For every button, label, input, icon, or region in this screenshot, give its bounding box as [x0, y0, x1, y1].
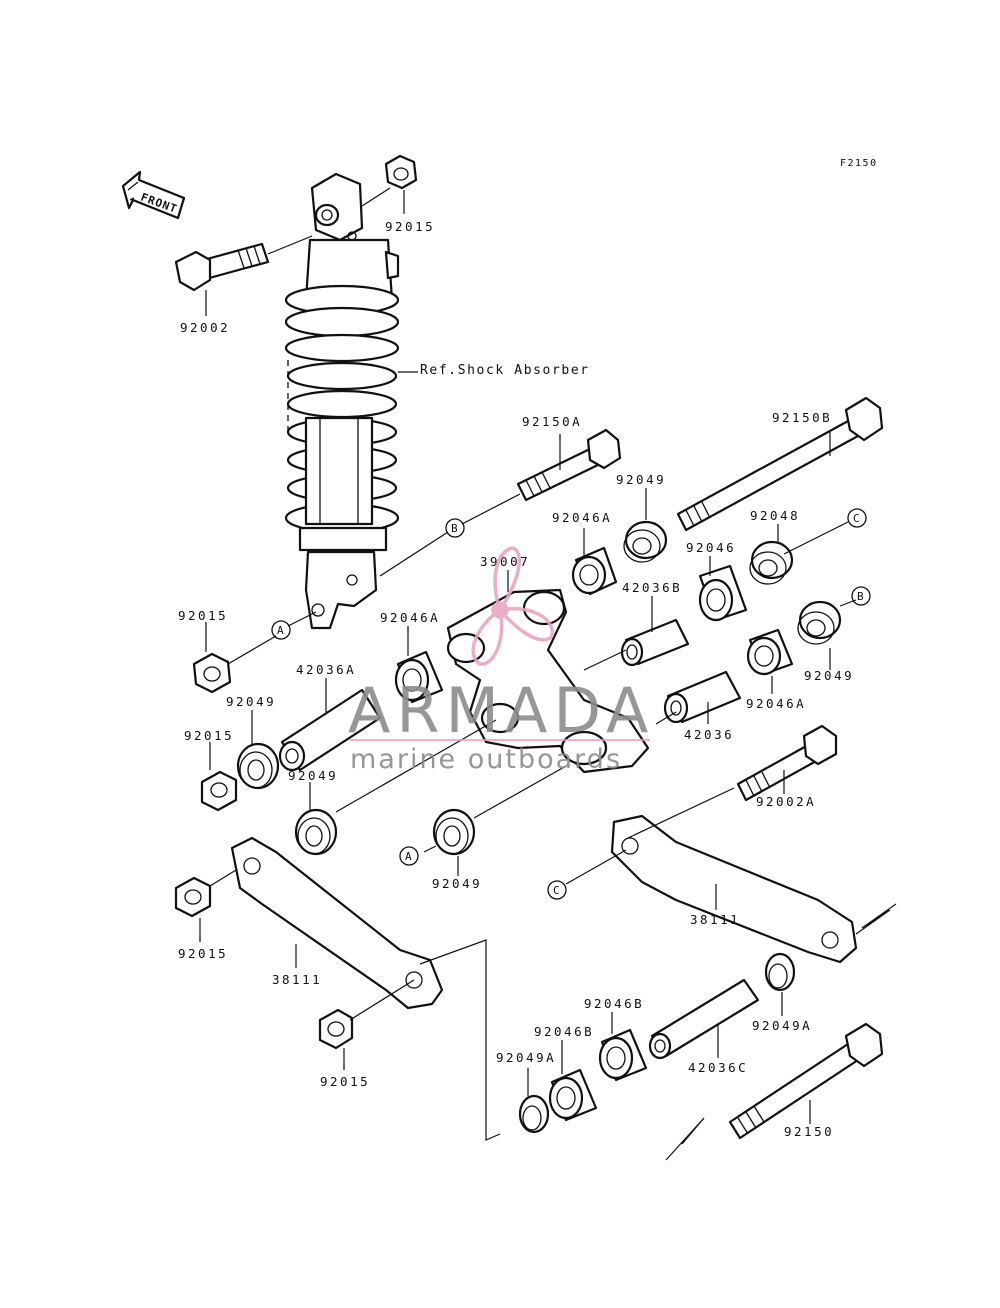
tie-rod-38111-right [610, 814, 858, 964]
nut-92015-lower [174, 876, 212, 918]
seal-92049-lower [294, 808, 338, 856]
label-92002A: 92002A [756, 794, 816, 809]
label-92150: 92150 [784, 1124, 834, 1139]
figure-code: F2150 [840, 158, 878, 169]
ref-shock-absorber-label: Ref.Shock Absorber [420, 363, 590, 378]
callout-a-lower: A [399, 846, 419, 866]
bearing-92046A-right [746, 628, 794, 676]
bolt-92002 [174, 242, 270, 292]
watermark-brand: ARMADA [348, 674, 654, 747]
seal-92049A-right [764, 952, 796, 992]
seal-92049-mid [432, 808, 476, 856]
label-92049-top: 92049 [616, 472, 666, 487]
watermark-tagline: marine outboards [350, 744, 622, 775]
label-92048: 92048 [750, 508, 800, 523]
shock-absorber [284, 172, 400, 630]
tie-rod-38111-left [230, 836, 444, 1010]
seal-92049-right [797, 600, 842, 645]
bolt-92150A [516, 428, 622, 502]
label-42036C: 42036C [688, 1060, 748, 1075]
callout-b-right: B [851, 586, 871, 606]
seal-92049A-left [518, 1094, 550, 1134]
label-92046A-mid: 92046A [380, 610, 440, 625]
bolt-92150B [676, 396, 884, 532]
label-92002: 92002 [180, 320, 230, 335]
label-92150A: 92150A [522, 414, 582, 429]
label-92046B-b: 92046B [584, 996, 644, 1011]
callout-c-upper: C [847, 508, 867, 528]
svg-text:C: C [553, 884, 560, 897]
bearing-92046B-a [548, 1068, 598, 1122]
collar-42036B [620, 618, 690, 667]
label-92046A-right: 92046A [746, 696, 806, 711]
label-39007: 39007 [480, 554, 530, 569]
label-92049A-left: 92049A [496, 1050, 556, 1065]
nut-92015-left [192, 652, 232, 694]
collar-42036 [663, 670, 742, 724]
nut-92015-left2 [200, 770, 238, 812]
label-92049-lower: 92049 [288, 768, 338, 783]
label-42036B: 42036B [622, 580, 682, 595]
label-92049A-right: 92049A [752, 1018, 812, 1033]
label-92015-left2: 92015 [184, 728, 234, 743]
bearing-92046A-top [571, 546, 618, 596]
nut-92015-top [384, 154, 418, 190]
callout-c-lower: C [547, 880, 567, 900]
label-92150B: 92150B [772, 410, 832, 425]
label-42036: 42036 [684, 727, 734, 742]
label-92015-lower: 92015 [178, 946, 228, 961]
bearing-92046 [698, 564, 748, 622]
collar-42036C [648, 978, 760, 1060]
label-92049-mid: 92049 [432, 876, 482, 891]
seal-92049-left [236, 742, 280, 790]
svg-text:C: C [853, 512, 860, 525]
seal-92049-top [623, 520, 668, 563]
relay-arm-39007 [446, 588, 650, 774]
bolt-92002A [736, 724, 838, 802]
label-92046A-top: 92046A [552, 510, 612, 525]
label-92049-left: 92049 [226, 694, 276, 709]
bearing-92046A-mid [394, 650, 444, 704]
watermark-logo-icon [471, 546, 555, 666]
label-92015-left: 92015 [178, 608, 228, 623]
label-92015-top: 92015 [385, 219, 435, 234]
callout-a-upper: A [271, 620, 291, 640]
label-92049-right: 92049 [804, 668, 854, 683]
svg-text:A: A [277, 624, 284, 637]
bearing-92046B-b [598, 1028, 648, 1082]
label-92046: 92046 [686, 540, 736, 555]
callout-b-upper: B [445, 518, 465, 538]
svg-text:A: A [405, 850, 412, 863]
label-38111-left: 38111 [272, 972, 322, 987]
seal-92048 [749, 540, 794, 585]
svg-text:B: B [857, 590, 864, 603]
label-92015-bottom: 92015 [320, 1074, 370, 1089]
label-92046B-a: 92046B [534, 1024, 594, 1039]
bolt-92150 [728, 1022, 884, 1140]
collar-42036A [278, 688, 382, 772]
svg-text:B: B [451, 522, 458, 535]
nut-92015-bottom [318, 1008, 354, 1050]
label-42036A: 42036A [296, 662, 356, 677]
label-38111-right: 38111 [690, 912, 740, 927]
front-arrow-icon [121, 170, 186, 220]
